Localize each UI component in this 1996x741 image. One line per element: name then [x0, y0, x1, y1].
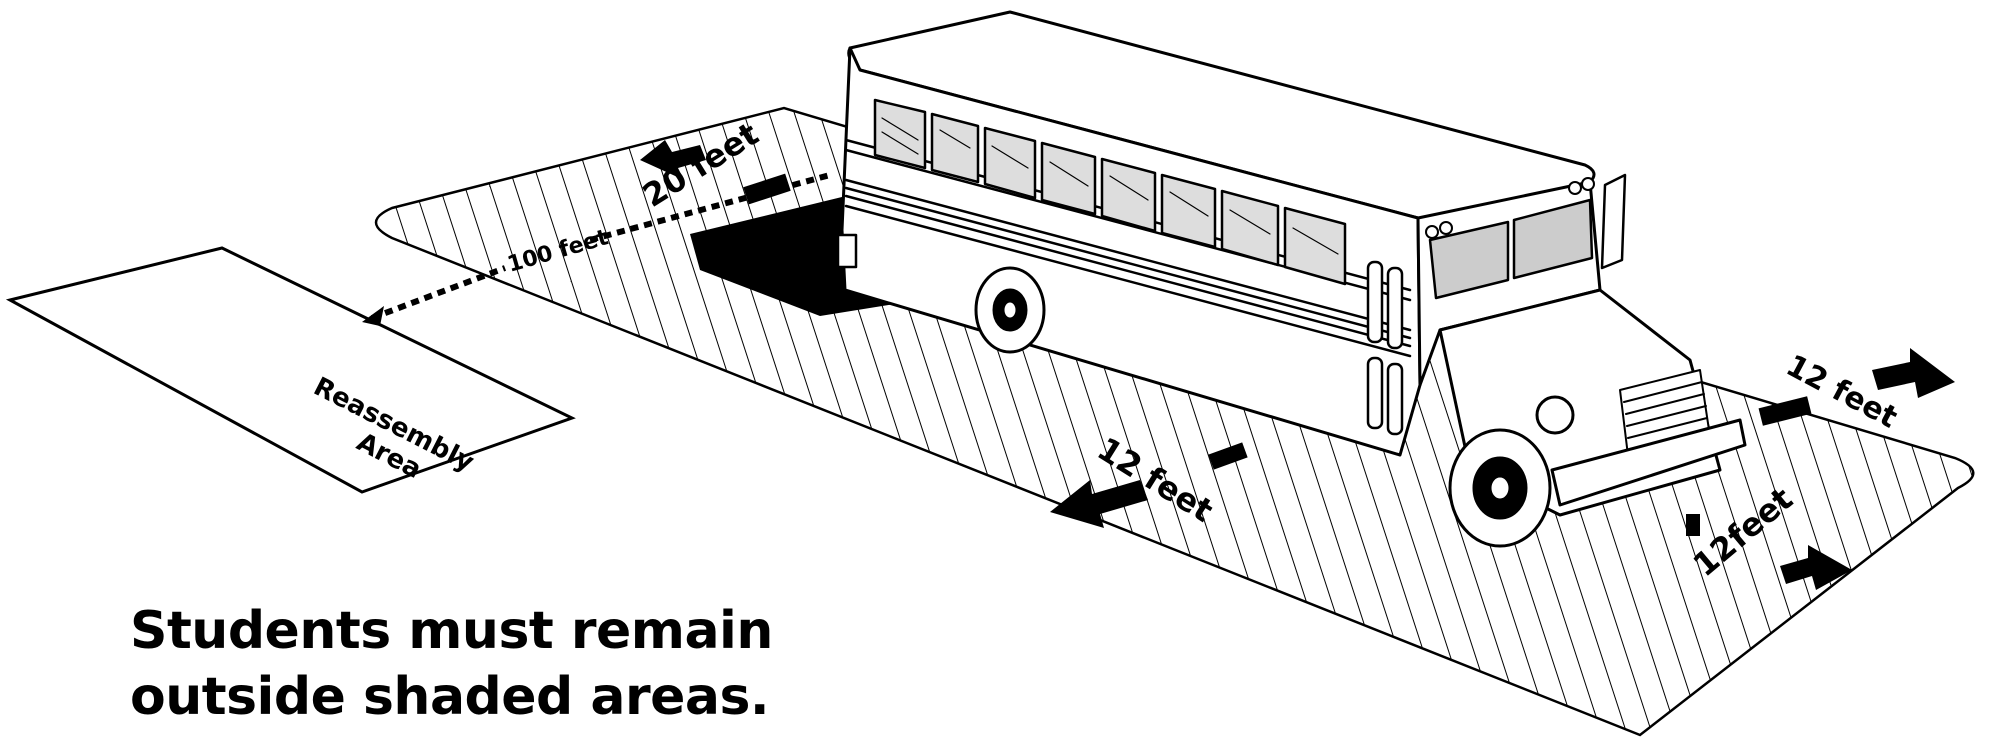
bus-rear-light	[838, 235, 856, 267]
bus-stop-arm	[1602, 175, 1625, 268]
caption: Students must remain outside shaded area…	[130, 598, 770, 730]
bus-headlight	[1537, 397, 1573, 433]
arrow-up-right-icon	[1872, 348, 1955, 398]
caption-line-2: outside shaded areas.	[130, 664, 770, 730]
reassembly-area: Reassembly Area	[10, 248, 572, 505]
bus-rear-wheel	[976, 268, 1044, 352]
bus-front-wheel	[1450, 430, 1550, 546]
caption-line-1: Students must remain	[130, 598, 770, 664]
